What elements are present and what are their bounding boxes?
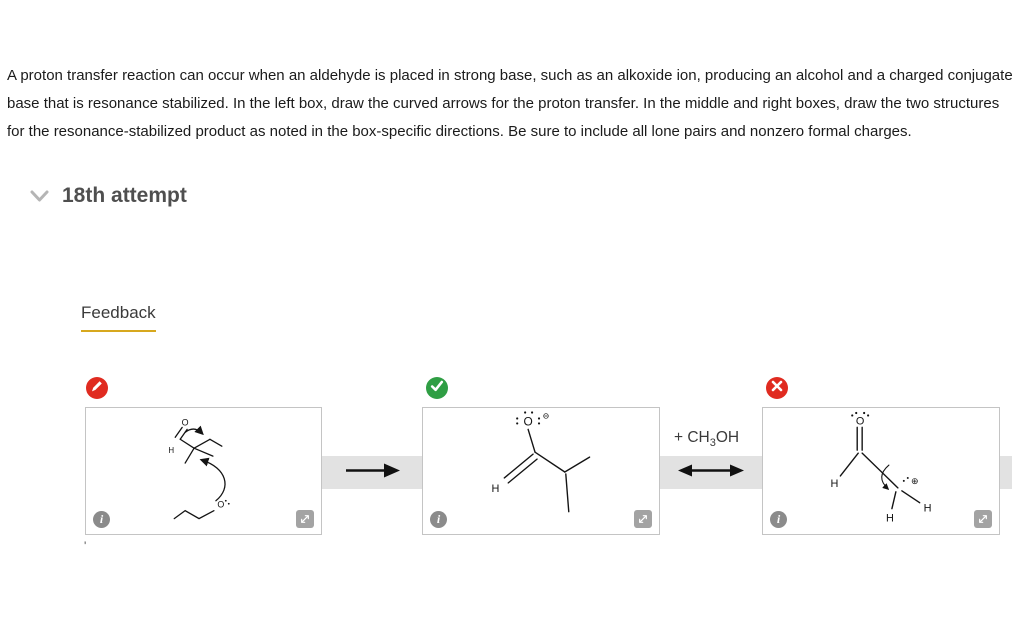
atom-label-o-carbonyl: O [856,415,864,427]
answer-panel-resonance-2: O H ⊕ H H i [762,407,1000,535]
expand-icon[interactable] [296,510,314,528]
chevron-down-icon[interactable] [29,188,49,204]
atom-label-h: H [168,446,174,455]
reagent-prefix: + CH [674,429,710,446]
x-icon [766,375,788,402]
pencil-icon [86,375,108,402]
answer-panel-resonance-1: O ⊖ H i [422,407,660,535]
expand-icon[interactable] [974,510,992,528]
formal-charge-negative: ⊖ [543,411,550,420]
atom-label-o-alkoxide: O [217,500,224,510]
formal-charge-positive: ⊕ [911,476,918,486]
connector-band-left [322,456,422,489]
connector-band-stub [1000,456,1012,489]
connector-band-right [660,456,762,489]
info-icon[interactable]: i [93,511,110,528]
resonance-arrow-icon [660,454,762,492]
atom-label-h-vinyl: H [491,483,499,495]
reaction-arrow-icon [322,454,422,492]
incorrect-status-badge [766,377,788,399]
correct-status-badge [426,377,448,399]
check-icon [426,375,448,402]
atom-label-h-left: H [830,478,838,490]
attempt-header: 18th attempt [29,184,187,208]
reagent-label: + CH3OH [674,429,739,449]
answer-panel-proton-transfer: O H O i [85,407,322,535]
reagent-subscript: 3 [709,437,716,450]
carbocation-structure-drawing: O H ⊕ H H [830,411,932,525]
atom-label-h-right: H [924,503,932,515]
info-icon[interactable]: i [770,511,787,528]
atom-label-o-enolate: O [523,414,532,428]
enolate-structure-drawing: O ⊖ H [491,411,591,513]
proton-transfer-drawing: O H O [168,417,230,520]
problem-instructions: A proton transfer reaction can occur whe… [7,67,1013,140]
atom-label-h-bottom: H [886,513,894,525]
stray-quote-mark: ' [84,539,87,553]
pencil-status-badge [86,377,108,399]
atom-label-o-carbonyl: O [182,417,189,427]
expand-icon[interactable] [634,510,652,528]
reagent-suffix: OH [715,429,740,446]
attempt-title: 18th attempt [62,184,187,207]
feedback-heading: Feedback [81,303,156,332]
info-icon[interactable]: i [430,511,447,528]
